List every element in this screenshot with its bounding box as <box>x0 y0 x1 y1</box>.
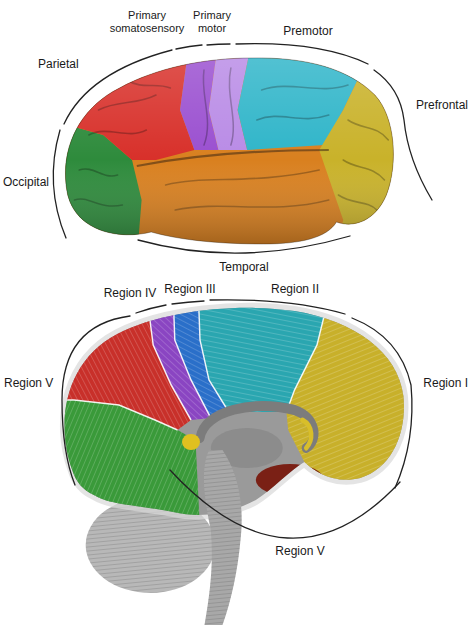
lateral-brain <box>12 0 473 300</box>
region-label: Region I <box>423 377 468 391</box>
region-label: Region IV <box>104 287 157 301</box>
region-border <box>47 400 178 430</box>
region-border <box>146 290 191 420</box>
bracket-arc <box>172 301 204 304</box>
bracket-arc <box>210 300 345 314</box>
area-label: Primary motor <box>190 9 234 34</box>
region-green-fibers <box>47 400 200 530</box>
bracket-arc <box>176 45 202 49</box>
region-label: Region III <box>164 283 215 297</box>
medial-brain <box>20 280 452 625</box>
splenium-fibers <box>182 434 200 450</box>
bracket-arc <box>138 236 350 253</box>
bracket-arc <box>374 70 432 200</box>
shading <box>12 50 473 250</box>
bracket-arc <box>207 44 230 45</box>
brackets-bottom <box>62 300 412 538</box>
area-label: Prefrontal <box>416 99 468 113</box>
lobe-label: Occipital <box>3 176 49 190</box>
bracket-arc <box>64 50 172 124</box>
lobe-label: Parietal <box>38 58 79 72</box>
bracket-arc <box>62 316 130 485</box>
region-label: Region V <box>4 377 53 391</box>
region-two <box>198 290 330 412</box>
bracket-arc <box>136 305 166 313</box>
svg-part <box>12 0 473 300</box>
lobe-label: Temporal <box>219 261 268 275</box>
bracket-arc <box>53 130 66 238</box>
hypothalamic-area <box>256 464 324 496</box>
region-green <box>47 400 200 530</box>
brainstem-fibers <box>204 450 242 625</box>
area-label: Primary somatosensory <box>104 9 190 34</box>
region-label: Region V <box>275 545 324 559</box>
bracket-arc <box>352 318 412 488</box>
brainstem <box>204 450 242 625</box>
brain-outline <box>65 58 393 244</box>
region-border <box>198 290 229 412</box>
region-label: Region II <box>271 283 319 297</box>
bracket-arc <box>170 470 400 538</box>
area-label: Premotor <box>283 25 332 39</box>
brackets-top <box>53 44 432 253</box>
genu-fibers <box>303 420 312 448</box>
bracket-arc <box>236 44 368 64</box>
temporal-lobe <box>12 0 473 300</box>
region-two-fibers <box>198 290 330 412</box>
